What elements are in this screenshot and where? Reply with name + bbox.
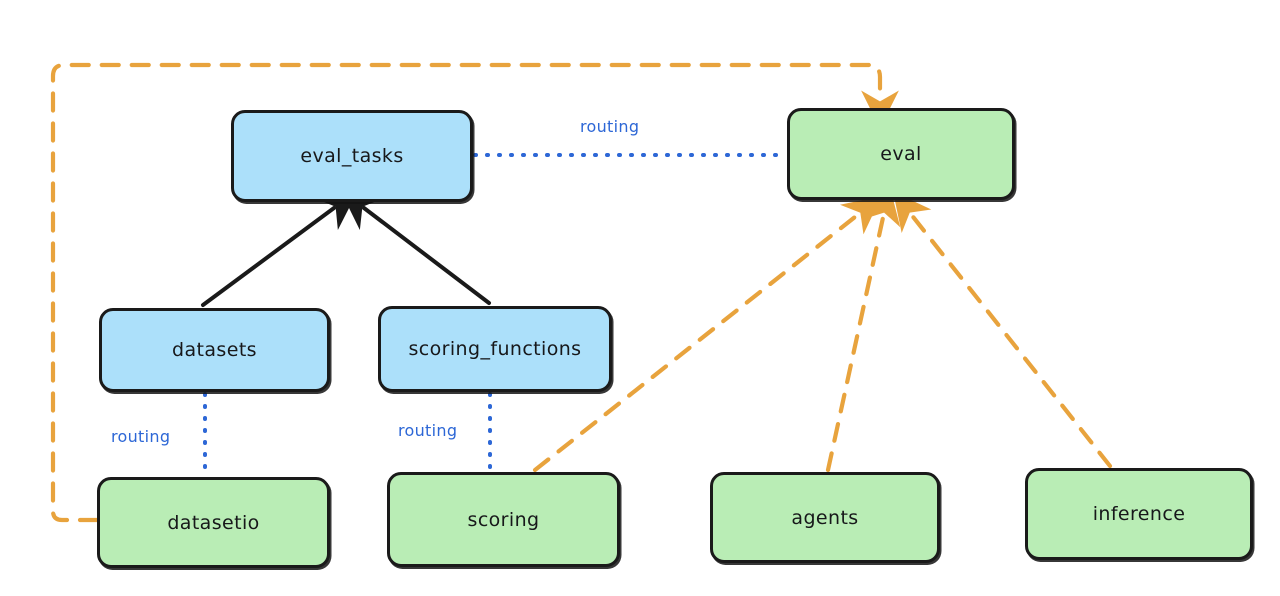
node-label-scoring-functions: scoring_functions [408, 338, 582, 360]
node-label-eval-tasks: eval_tasks [300, 145, 404, 167]
node-datasetio[interactable]: datasetio [97, 477, 330, 568]
edge-scoring-to-eval [532, 196, 882, 473]
edge-label-routing-datasets-datasetio: routing [111, 427, 171, 446]
node-datasets[interactable]: datasets [99, 308, 330, 392]
node-label-datasetio: datasetio [167, 511, 260, 534]
node-inference[interactable]: inference [1025, 468, 1253, 560]
node-label-inference: inference [1092, 503, 1186, 525]
node-label-datasets: datasets [172, 339, 257, 361]
node-agents[interactable]: agents [710, 472, 940, 563]
node-scoring-functions[interactable]: scoring_functions [378, 306, 612, 392]
edge-datasetio-to-eval [50, 62, 899, 523]
node-eval-tasks[interactable]: eval_tasks [231, 110, 473, 202]
edge-scoring_functions-to-eval_tasks [340, 189, 491, 305]
node-scoring[interactable]: scoring [387, 472, 620, 567]
node-label-scoring: scoring [467, 508, 540, 531]
edge-label-routing-scoring-functions-scoring: routing [398, 421, 458, 440]
edge-inference-to-eval [893, 191, 1113, 469]
node-label-agents: agents [791, 506, 859, 529]
edge-datasets-to-eval_tasks [201, 190, 359, 307]
edge-agents-to-eval [825, 186, 901, 473]
edge-label-routing-eval-tasks-eval: routing [580, 117, 640, 136]
node-eval[interactable]: eval [787, 108, 1015, 200]
node-label-eval: eval [880, 143, 922, 165]
